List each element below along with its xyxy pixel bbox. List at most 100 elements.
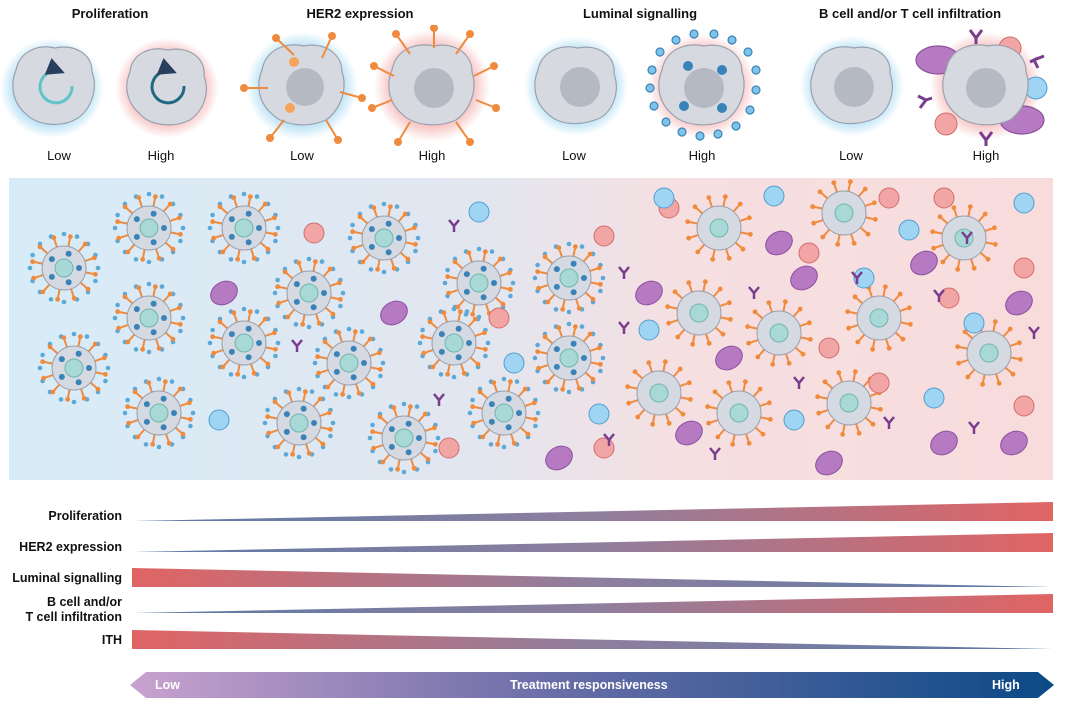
tumour-cell <box>810 179 878 247</box>
ith-wedge <box>132 630 1053 649</box>
tumour-cell <box>417 306 491 380</box>
t-cell-blue <box>503 352 525 374</box>
gradient-label-proliferation: Proliferation <box>48 509 122 523</box>
antibody <box>433 393 445 406</box>
header-immune-infiltration: B cell and/or T cell infiltration <box>818 6 1002 21</box>
tumour-cell <box>685 194 753 262</box>
tumour-cell <box>112 281 186 355</box>
t-cell-red <box>878 187 900 209</box>
tumour-population-panel <box>9 178 1053 480</box>
cell-immune-low <box>800 36 904 136</box>
b-cell <box>675 420 703 446</box>
gradient-label-luminal: Luminal signalling <box>12 571 122 585</box>
cell-luminal-high <box>645 29 761 141</box>
tumour-cell <box>207 191 281 265</box>
t-cell-red <box>1013 257 1035 279</box>
t-cell-blue <box>1013 192 1035 214</box>
b-cell <box>910 250 938 276</box>
t-cell-blue <box>783 409 805 431</box>
proliferation-low-label: Low <box>47 148 71 163</box>
gradient-label-her2: HER2 expression <box>19 540 122 554</box>
cell-her2-low <box>240 32 366 144</box>
gradient-label-immune-line2: T cell infiltration <box>25 610 122 624</box>
antibody <box>448 219 460 232</box>
b-cell <box>210 280 238 306</box>
t-cell-red <box>868 372 890 394</box>
cell-her2-high <box>368 25 500 146</box>
b-cell <box>930 430 958 456</box>
t-cell-red <box>593 225 615 247</box>
b-cell <box>380 300 408 326</box>
tumour-cell <box>467 376 541 450</box>
tumour-cell <box>37 331 111 405</box>
antibody <box>709 447 721 460</box>
proliferation-high-label: High <box>147 148 175 163</box>
proliferation-wedge <box>132 502 1053 521</box>
antibody <box>851 271 863 284</box>
tumour-cell <box>27 231 101 305</box>
t-cell-red <box>303 222 325 244</box>
treatment-responsiveness-arrow <box>130 672 1054 698</box>
tumour-cell <box>367 401 441 475</box>
antibody <box>618 266 630 279</box>
b-cell <box>815 450 843 476</box>
immune-low-label: Low <box>839 148 863 163</box>
t-cell-blue <box>923 387 945 409</box>
antibody <box>1028 326 1040 339</box>
t-cell-red <box>818 337 840 359</box>
t-cell-red <box>933 187 955 209</box>
antibody <box>618 321 630 334</box>
arrow-high-label: High <box>992 678 1020 692</box>
tumour-cell <box>272 256 346 330</box>
tumour-cell <box>532 321 606 395</box>
her2-low-label: Low <box>290 148 314 163</box>
tumour-cell <box>955 319 1023 387</box>
tumour-cell <box>312 326 386 400</box>
her2-high-label: High <box>418 148 446 163</box>
antibody <box>603 433 615 446</box>
antibody <box>961 231 973 244</box>
tumour-cell <box>207 306 281 380</box>
feature-gradients <box>132 502 1053 649</box>
tumour-cell <box>347 201 421 275</box>
tumour-cell <box>532 241 606 315</box>
b-cell <box>1005 290 1033 316</box>
arrow-title: Treatment responsiveness <box>510 678 668 692</box>
luminal-low-label: Low <box>562 148 586 163</box>
t-cell-red <box>1013 395 1035 417</box>
immune-high-label: High <box>972 148 1000 163</box>
gradient-label-immune-line1: B cell and/or <box>46 595 122 609</box>
tumour-cell <box>112 191 186 265</box>
tumour-cell <box>845 284 913 352</box>
t-cell-blue <box>638 319 660 341</box>
cell-proliferation-high <box>115 38 219 138</box>
gradient-label-ith: ITH <box>101 633 122 647</box>
t-cell-blue <box>963 312 985 334</box>
antibody <box>291 339 303 352</box>
tumour-cell <box>625 359 693 427</box>
luminal-signalling-wedge <box>132 568 1053 587</box>
tumour-cell <box>665 279 733 347</box>
tumour-cell <box>930 204 998 272</box>
t-cell-red <box>798 242 820 264</box>
tumour-cells-scatter <box>27 179 1040 476</box>
b-cell <box>545 445 573 471</box>
antibody <box>933 289 945 302</box>
b-cell <box>765 230 793 256</box>
tumour-cell <box>122 376 196 450</box>
t-cell-blue <box>653 187 675 209</box>
tumour-cell <box>705 379 773 447</box>
luminal-high-label: High <box>688 148 716 163</box>
cell-immune-high <box>915 29 1048 146</box>
b-cell <box>715 345 743 371</box>
tumour-cell <box>442 246 516 320</box>
t-cell-red <box>488 307 510 329</box>
immune-infiltration-wedge <box>132 594 1053 613</box>
antibody <box>793 376 805 389</box>
arrow-low-label: Low <box>155 678 180 692</box>
t-cell-blue <box>763 185 785 207</box>
antibody <box>968 421 980 434</box>
t-cell-blue <box>853 267 875 289</box>
tumour-cell <box>262 386 336 460</box>
antibody <box>748 286 760 299</box>
